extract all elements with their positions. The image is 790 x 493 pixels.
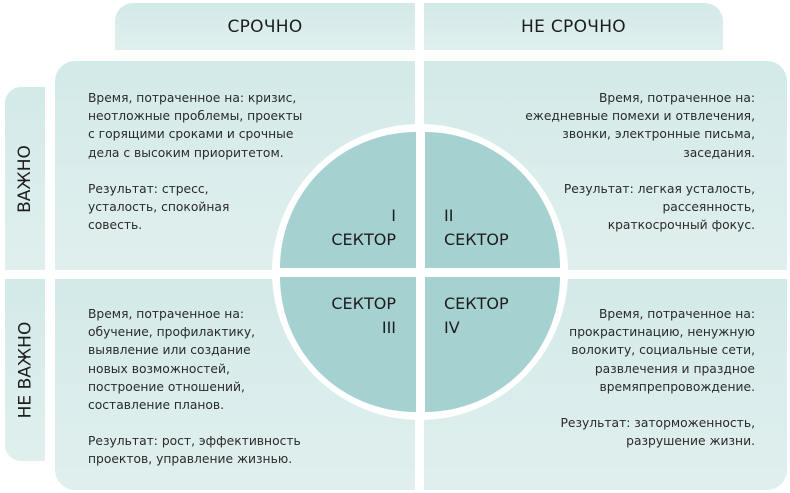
sector-circle: I СЕКТОР II СЕКТОР СЕКТОР III СЕКТОР IV xyxy=(272,124,568,420)
q1-time-text: Время, потраченное на: кризис, неотложны… xyxy=(88,91,303,160)
q2-time-text: Время, потраченное на: ежедневные помехи… xyxy=(525,91,755,160)
column-header-not-urgent-label: НЕ СРОЧНО xyxy=(521,16,626,37)
q3-time-text: Время, потраченное на: обучение, профила… xyxy=(88,307,256,413)
q3-result-text: Результат: рост, эффективность проектов,… xyxy=(88,434,301,467)
sector-4-label: СЕКТОР IV xyxy=(444,294,509,337)
row-header-not-important: НЕ ВАЖНО xyxy=(5,279,45,461)
row-header-important-label: ВАЖНО xyxy=(15,144,35,213)
q4-time-text: Время, потраченное на: прокрастинацию, н… xyxy=(569,307,755,394)
sector-1-label: I СЕКТОР xyxy=(331,206,396,249)
q2-result-text: Результат: легкая усталость, рассеянност… xyxy=(563,182,755,233)
column-header-urgent: СРОЧНО xyxy=(115,3,415,50)
sector-3-label: СЕКТОР III xyxy=(331,294,396,337)
row-header-not-important-label: НЕ ВАЖНО xyxy=(15,321,36,419)
q4-result-text: Результат: заторможенность, разрушение ж… xyxy=(560,416,755,449)
column-header-not-urgent: НЕ СРОЧНО xyxy=(424,3,723,50)
sector-2-label: II СЕКТОР xyxy=(444,206,509,249)
row-header-important: ВАЖНО xyxy=(5,87,45,270)
q1-result-text: Результат: стресс, усталость, спокойная … xyxy=(88,182,230,233)
column-header-urgent-label: СРОЧНО xyxy=(227,16,303,37)
